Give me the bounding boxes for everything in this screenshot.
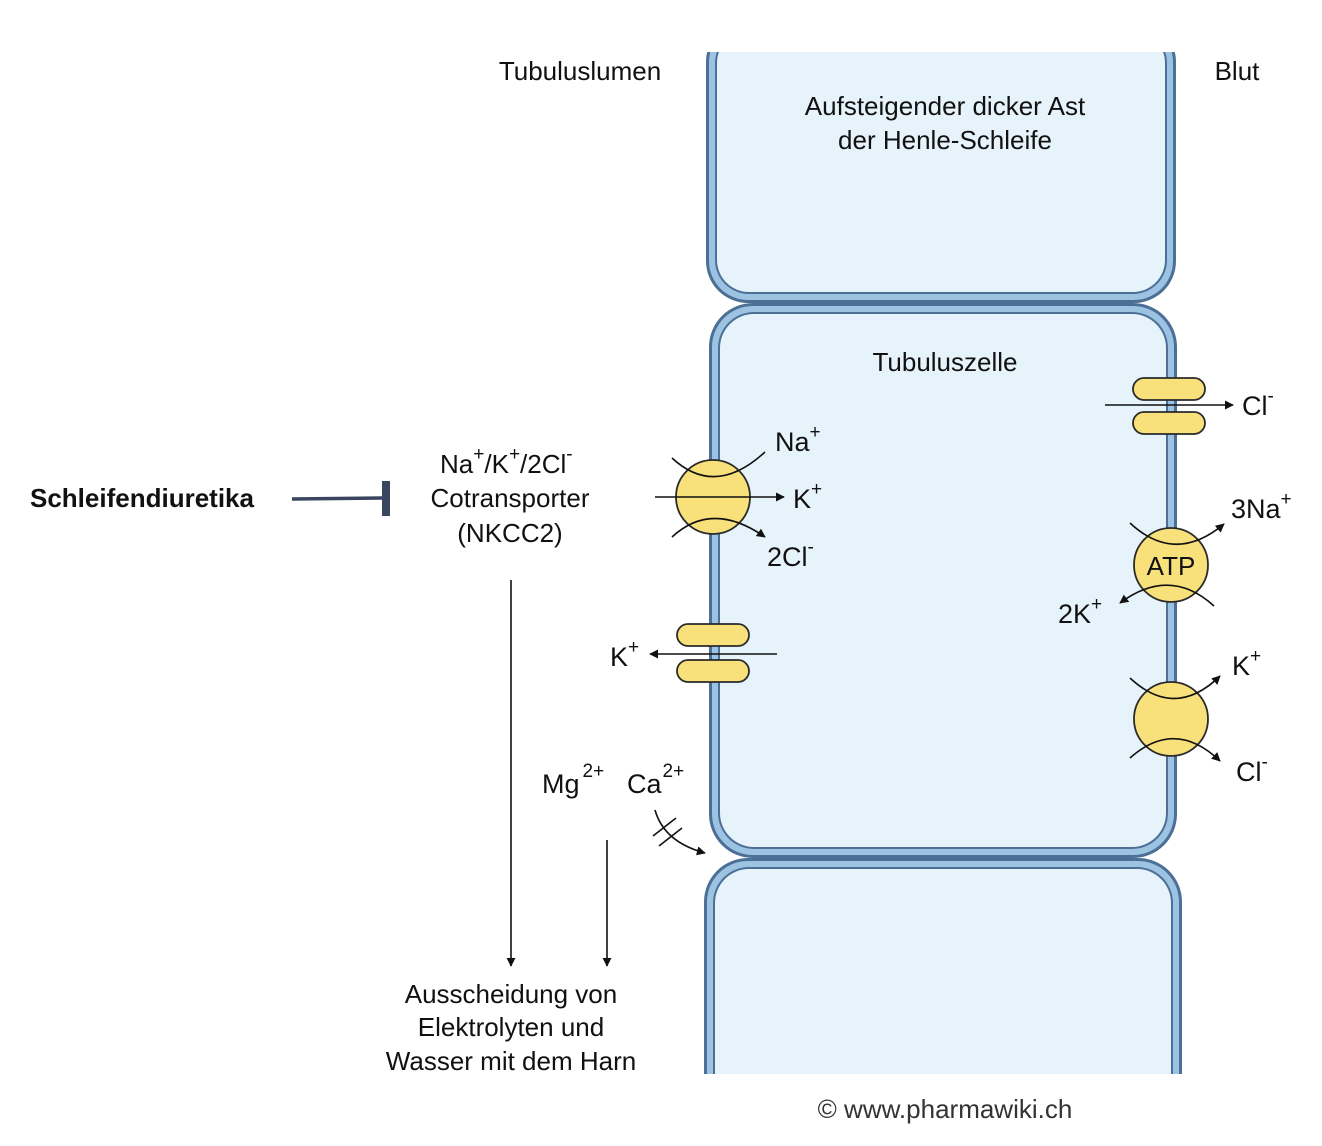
kcc-cl-label: Cl- [1236,752,1268,787]
nkcc2-transporter [655,451,785,538]
clc-cl-label: Cl- [1242,386,1274,421]
lumen-label: Tubuluslumen [499,56,661,86]
transporter-name-line1: Na+/K+/2Cl- [440,444,573,479]
cell-label: Tubuluszelle [872,347,1017,377]
segment-label-line2: der Henle-Schleife [838,125,1052,155]
nkcc-cl-label: 2Cl- [767,537,814,572]
kcl-cotransporter [1129,675,1221,762]
transporter-name-line2: Cotransporter [431,483,590,513]
transporter-cl: /2Cl [520,449,566,479]
tubular-cell [709,303,1177,858]
kcc-k-label: K+ [1232,646,1261,681]
na-k-atpase: ATP [1119,522,1225,607]
excretion-line2: Elektrolyten und [418,1012,604,1042]
transporter-k-charge: + [509,444,520,465]
inhibition-symbol [291,481,390,516]
romk-channel [649,623,777,683]
nkcc-na-label: Na+ [775,422,821,457]
transporter-na: Na [440,449,474,479]
transporter-k: /K [484,449,509,479]
excretion-line1: Ausscheidung von [405,979,617,1009]
transporter-name-line3: (NKCC2) [457,518,562,548]
romk-k-label: K+ [610,637,639,672]
copyright: © www.pharmawiki.ch [818,1094,1073,1124]
transporter-cl-charge: - [566,444,572,465]
pump-na-label: 3Na+ [1231,489,1292,524]
drug-label: Schleifendiuretika [30,483,254,513]
atp-label: ATP [1147,551,1196,581]
paracellular-reabsorption-arrow [652,809,706,856]
ca-label: Ca2+ [627,761,684,799]
excretion-line3: Wasser mit dem Harn [386,1046,636,1076]
pump-k-label: 2K+ [1058,594,1102,629]
lower-cell [704,858,1182,1074]
transporter-na-charge: + [473,444,484,465]
blood-label: Blut [1215,56,1261,86]
upper-cell [706,52,1176,303]
nkcc-k-label: K+ [793,479,822,514]
segment-label-line1: Aufsteigender dicker Ast [805,91,1086,121]
chloride-channel [1105,377,1234,435]
